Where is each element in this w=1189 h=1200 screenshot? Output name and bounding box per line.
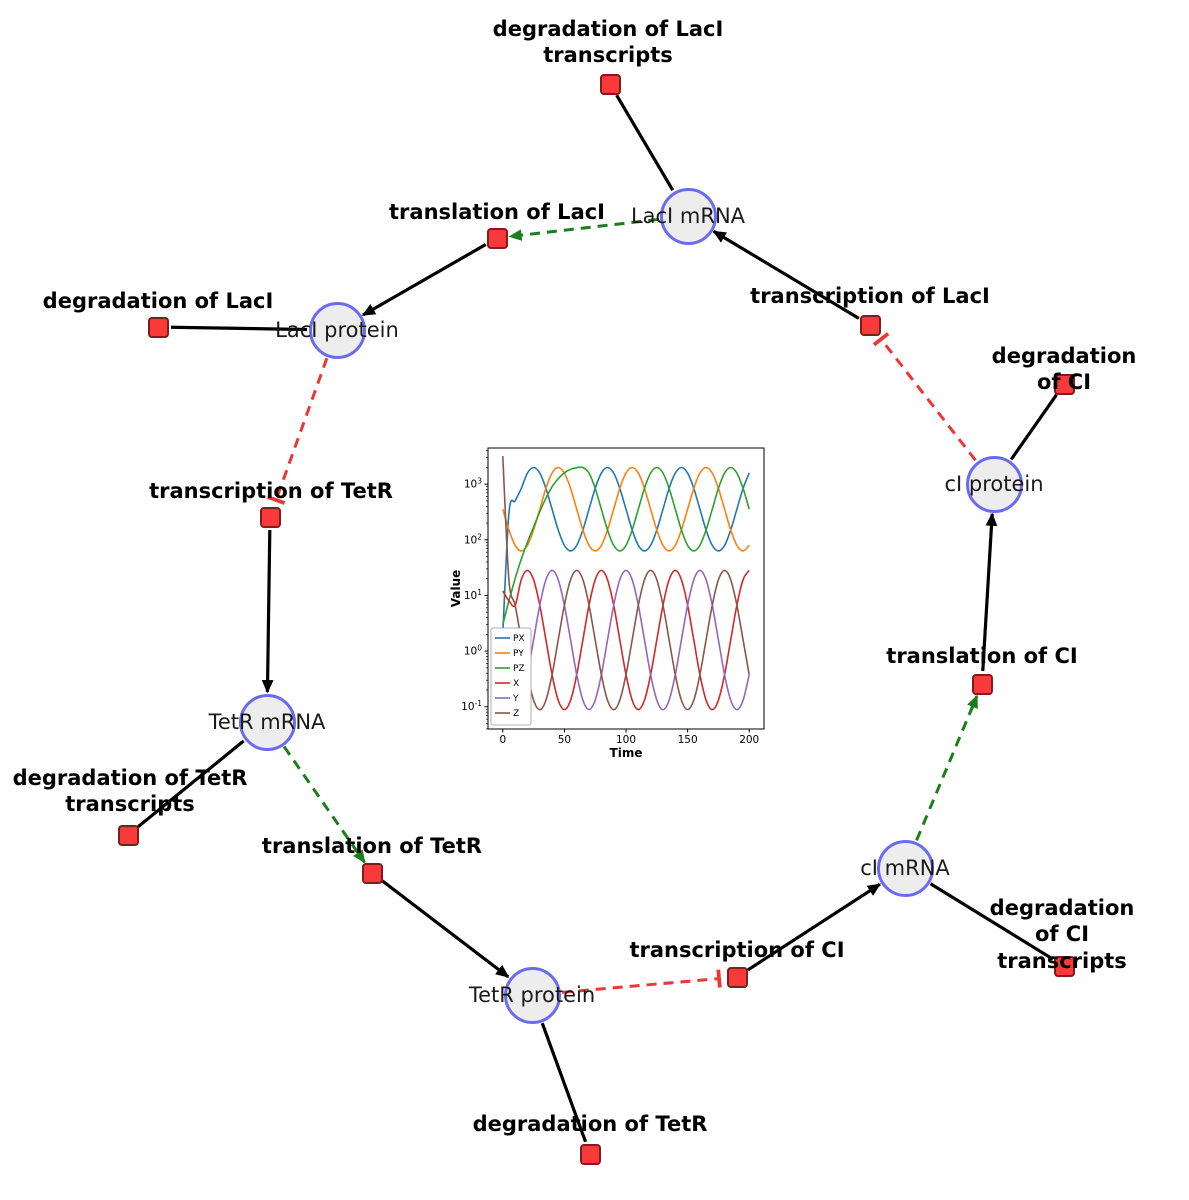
reaction-label-transcription_ci: transcription of CI <box>629 938 845 962</box>
species-label-laci_mrna: LacI mRNA <box>630 204 746 228</box>
inhibition-tee-transcription_laci <box>872 332 890 347</box>
x-tick-label: 50 <box>558 734 571 746</box>
reaction-label-translation_laci: translation of LacI <box>389 200 605 224</box>
legend-entry-Z: Z <box>513 709 519 719</box>
species-node-ci_mrna[interactable] <box>876 839 934 897</box>
inhibition-tee-transcription_tetr <box>266 495 286 505</box>
y-tick-label: 103 <box>464 477 482 491</box>
y-axis-label: Value <box>449 570 463 608</box>
legend-entry-X: X <box>513 679 519 689</box>
legend-entry-PX: PX <box>513 634 525 644</box>
x-tick-label: 100 <box>616 734 636 746</box>
edge-ci_protein-deg_ci <box>1009 393 1058 461</box>
reaction-node-deg_ci_tx[interactable] <box>1053 955 1075 977</box>
x-tick-label: 200 <box>739 734 759 746</box>
reaction-label-translation_ci: translation of CI <box>886 644 1078 668</box>
species-node-laci_protein[interactable] <box>308 301 366 359</box>
species-label-laci_protein: LacI protein <box>275 318 399 342</box>
species-node-tetr_mrna[interactable] <box>238 693 296 751</box>
series-Y <box>502 569 750 711</box>
edge-translation_laci-laci_protein <box>361 243 487 317</box>
reaction-node-translation_laci[interactable] <box>486 227 508 249</box>
edge-ci_mrna-translation_ci <box>915 694 979 841</box>
x-tick-label: 0 <box>499 734 506 746</box>
reaction-node-transcription_tetr[interactable] <box>259 506 281 528</box>
edge-translation_ci-ci_protein <box>981 512 998 672</box>
edge-ci_protein-transcription_laci <box>879 338 977 462</box>
x-tick-label: 150 <box>678 734 698 746</box>
reaction-node-deg_tetr[interactable] <box>579 1143 601 1165</box>
edge-tetr_protein-deg_tetr <box>540 1022 588 1143</box>
edge-transcription_laci-laci_mrna <box>712 230 860 320</box>
series-PY <box>502 466 750 552</box>
species-label-ci_protein: cI protein <box>944 472 1044 496</box>
species-label-tetr_protein: TetR protein <box>468 983 596 1007</box>
reaction-label-deg_ci_tx: degradation of CI transcripts <box>989 896 1135 973</box>
edge-transcription_ci-ci_mrna <box>747 882 882 972</box>
series-Z <box>502 456 750 711</box>
reaction-label-translation_tetr: translation of TetR <box>261 834 483 858</box>
edge-laci_mrna-deg_laci_tx <box>615 94 675 191</box>
edge-ci_mrna-deg_ci_tx <box>929 882 1054 961</box>
x-axis-label: Time <box>610 746 643 760</box>
reaction-node-transcription_laci[interactable] <box>859 314 881 336</box>
series-X <box>502 569 750 711</box>
edge-transcription_tetr-tetr_mrna <box>261 529 274 694</box>
species-node-ci_protein[interactable] <box>965 455 1023 513</box>
reaction-label-deg_ci: degradation of CI <box>991 344 1137 395</box>
species-label-tetr_mrna: TetR mRNA <box>208 710 326 734</box>
reaction-node-deg_laci_tx[interactable] <box>599 73 621 95</box>
reaction-label-deg_laci_tx: degradation of LacI transcripts <box>492 17 724 68</box>
reaction-node-translation_tetr[interactable] <box>361 862 383 884</box>
series-PX <box>502 466 750 635</box>
edge-translation_tetr-tetr_protein <box>381 879 510 979</box>
y-tick-label: 102 <box>464 532 482 546</box>
legend-box <box>490 627 532 726</box>
species-node-laci_mrna[interactable] <box>659 187 717 245</box>
reaction-label-transcription_laci: transcription of LacI <box>750 284 990 308</box>
reaction-label-deg_tetr: degradation of TetR <box>472 1112 708 1136</box>
edge-tetr_mrna-translation_tetr <box>282 745 366 864</box>
y-tick-label: 100 <box>464 644 482 658</box>
species-node-tetr_protein[interactable] <box>503 966 561 1024</box>
reaction-node-deg_laci[interactable] <box>147 316 169 338</box>
reaction-node-transcription_ci[interactable] <box>726 966 748 988</box>
edge-laci_mrna-translation_laci <box>508 217 659 241</box>
legend-entry-PY: PY <box>513 649 524 659</box>
reaction-node-deg_ci[interactable] <box>1053 373 1075 395</box>
legend-entry-Y: Y <box>512 694 519 704</box>
reaction-label-transcription_tetr: transcription of TetR <box>149 479 393 503</box>
y-tick-label: 10-1 <box>461 699 482 713</box>
edge-laci_protein-deg_laci <box>170 325 308 332</box>
reaction-node-translation_ci[interactable] <box>971 673 993 695</box>
inhibition-tee-transcription_ci <box>716 969 722 988</box>
reaction-label-deg_tetr_tx: degradation of TetR transcripts <box>12 766 248 817</box>
edge-laci_protein-transcription_tetr <box>274 357 329 501</box>
y-tick-label: 101 <box>464 588 482 602</box>
edge-tetr_mrna-deg_tetr_tx <box>137 739 245 829</box>
species-label-ci_mrna: cI mRNA <box>860 856 950 880</box>
edge-tetr_protein-transcription_ci <box>561 977 720 994</box>
reaction-label-deg_laci: degradation of LacI <box>42 289 274 313</box>
series-PZ <box>502 466 750 625</box>
legend-entry-PZ: PZ <box>513 664 525 674</box>
reaction-node-deg_tetr_tx[interactable] <box>117 824 139 846</box>
